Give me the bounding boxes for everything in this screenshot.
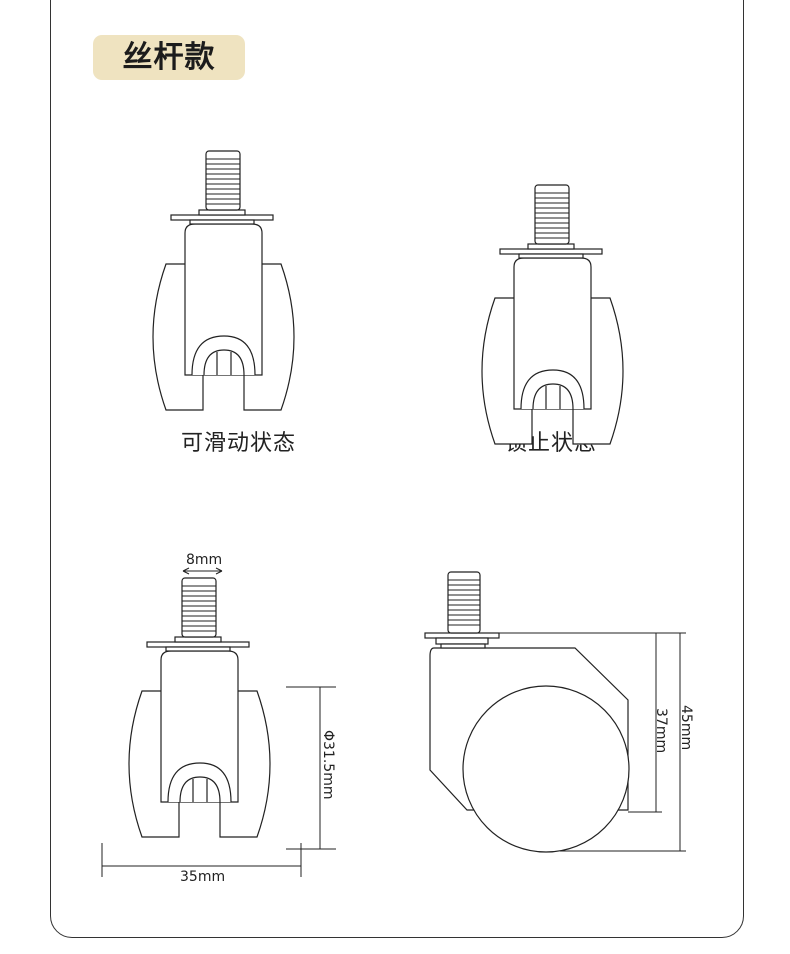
caption-sliding-state: 可滑动状态	[181, 431, 297, 456]
height-dimensions	[499, 632, 686, 852]
body-height-label: 37mm	[653, 708, 669, 753]
section-badge: 丝杆款	[93, 35, 245, 80]
caster-side-drawing	[424, 571, 630, 853]
caster-front-dimension-drawing	[128, 577, 271, 838]
width-dimension-label: 35mm	[180, 869, 225, 885]
diameter-dimension	[286, 686, 336, 850]
content-frame	[50, 0, 744, 938]
stem-dimension	[182, 567, 223, 575]
diameter-dimension-label: Φ31.5mm	[320, 730, 336, 799]
stem-dimension-label: 8mm	[186, 552, 222, 568]
caster-sliding-drawing	[152, 150, 295, 411]
caster-locked-drawing	[481, 184, 624, 445]
total-height-label: 45mm	[678, 705, 694, 750]
